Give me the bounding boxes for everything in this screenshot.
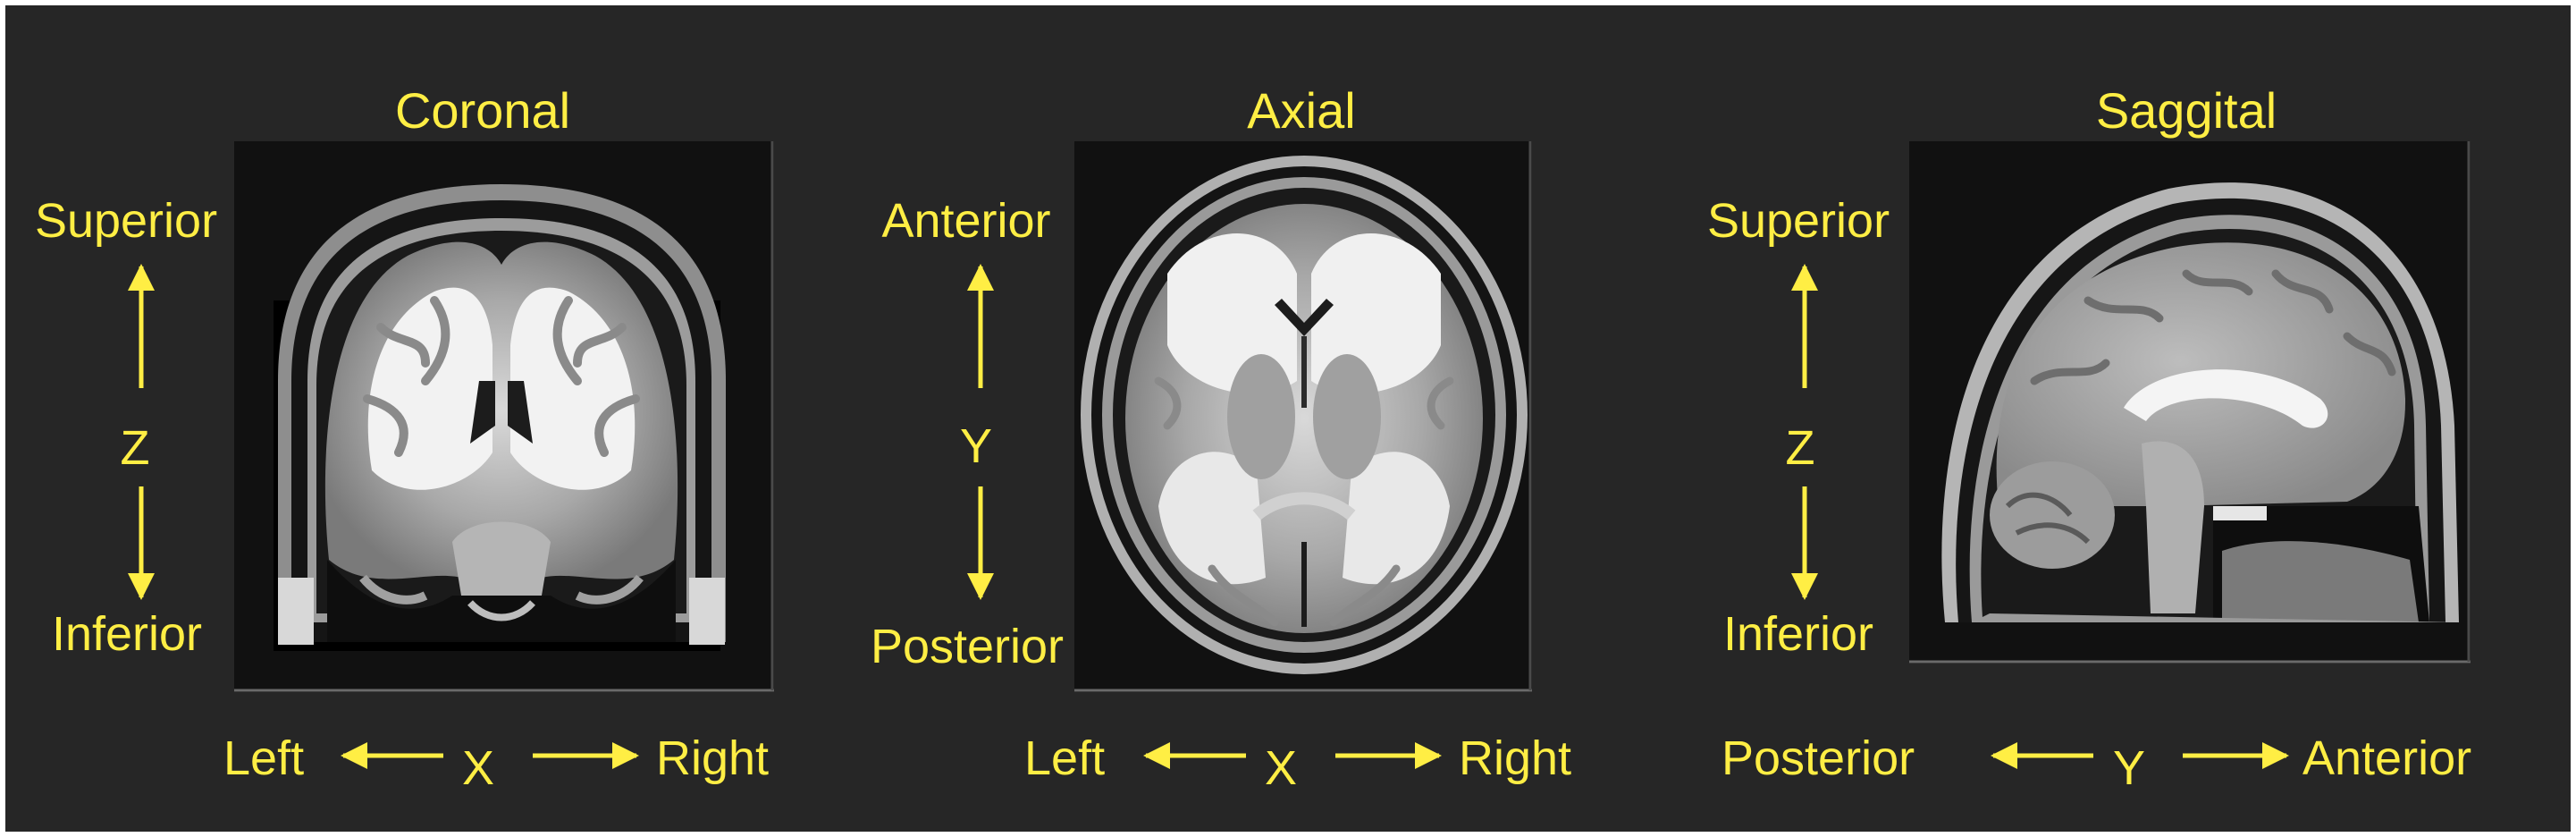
- coronal-right-label: Right: [656, 731, 770, 785]
- coronal-horizontal-axis-label: X: [461, 741, 495, 795]
- axis-arrows: [128, 264, 2289, 769]
- axial-left-label: Left: [1024, 731, 1106, 785]
- coronal-top-label: Superior: [34, 194, 218, 248]
- axial-title: Axial: [1247, 82, 1356, 139]
- coronal-bottom-label: Inferior: [51, 607, 203, 661]
- saggital-title: Saggital: [2095, 82, 2277, 139]
- coronal-brain-image: [234, 141, 774, 692]
- axial-bottom-label: Posterior: [870, 620, 1065, 673]
- axial-top-label: Anterior: [881, 194, 1051, 248]
- coronal-vertical-axis-label: Z: [120, 421, 150, 475]
- axial-right-label: Right: [1459, 731, 1572, 785]
- axial-brain-image: [1074, 141, 1532, 692]
- saggital-top-label: Superior: [1706, 194, 1890, 248]
- figure-artwork: [128, 141, 2471, 769]
- saggital-bottom-label: Inferior: [1722, 607, 1874, 661]
- saggital-right-label: Anterior: [2302, 731, 2472, 785]
- saggital-horizontal-axis-label: Y: [2112, 741, 2146, 795]
- figure-canvas: Coronal Superior Z Inferior Left X Right…: [5, 5, 2571, 832]
- axial-vertical-axis-label: Y: [959, 419, 993, 473]
- axial-horizontal-axis-label: X: [1264, 741, 1298, 795]
- saggital-vertical-axis-label: Z: [1785, 421, 1815, 475]
- coronal-title: Coronal: [394, 82, 571, 139]
- saggital-brain-image: [1909, 141, 2471, 664]
- saggital-left-label: Posterior: [1722, 731, 1915, 785]
- coronal-left-label: Left: [223, 731, 305, 785]
